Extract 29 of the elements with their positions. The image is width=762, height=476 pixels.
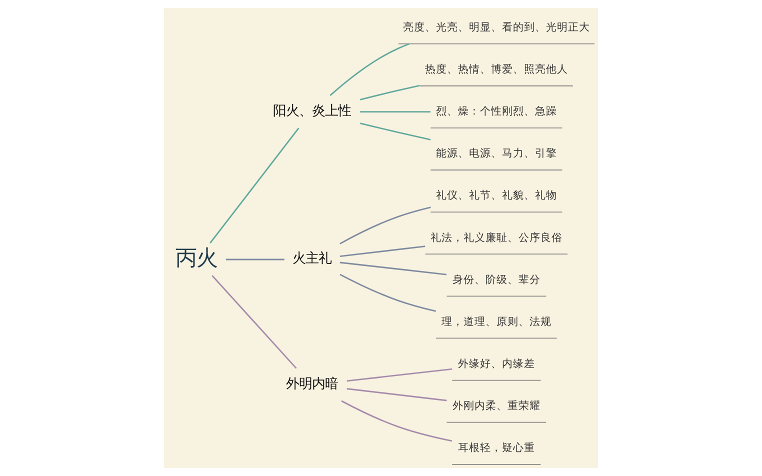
- node-text: 礼仪、礼节、礼貌、礼物: [436, 188, 557, 202]
- node-text: 身份、阶级、辈分: [452, 272, 540, 286]
- connector: [340, 262, 447, 276]
- node-text: 外缘好、内缘差: [458, 356, 535, 370]
- node-text: 火主礼: [292, 252, 332, 267]
- connector: [346, 388, 447, 402]
- connector: [212, 275, 297, 369]
- node-text: 阳火、炎上性: [273, 104, 352, 119]
- node-text: 外刚内柔、重荣耀: [452, 399, 540, 412]
- connector: [340, 246, 426, 258]
- node-text: 理，道理、原则、法规: [441, 314, 552, 328]
- connector: [346, 368, 452, 382]
- connector: [210, 128, 300, 244]
- node-text: 耳根轻，疑心重: [458, 441, 535, 454]
- connector: [360, 111, 430, 113]
- node-text: 丙火: [176, 246, 218, 272]
- connector: [360, 84, 420, 100]
- node-text: 热度、热情、博爱、照亮他人: [424, 62, 568, 76]
- connector: [226, 258, 284, 260]
- node-text: 外明内暗: [286, 376, 338, 392]
- connector: [330, 43, 410, 96]
- node-text: 亮度、光亮、明显、看的到、光明正大: [402, 20, 590, 34]
- connector: [341, 400, 452, 442]
- connector: [360, 122, 431, 140]
- node-text: 能源、电源、马力、引擎: [436, 146, 557, 160]
- node-text: 烈、燥：个性刚烈、急躁: [436, 104, 557, 118]
- node-text: 礼法，礼义廉耻、公序良俗: [430, 230, 562, 244]
- connector: [340, 206, 431, 244]
- connector: [340, 274, 436, 312]
